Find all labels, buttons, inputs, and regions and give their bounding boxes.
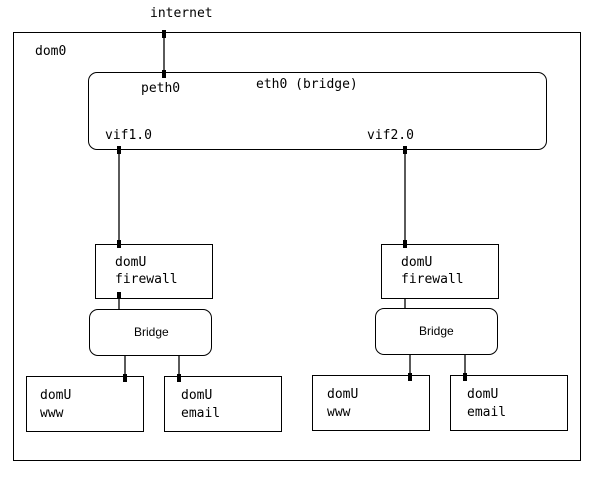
wire-vif2-cap-top xyxy=(403,146,407,154)
left-email-line1: domU xyxy=(181,388,213,403)
wire-vif1-cap-top xyxy=(117,146,121,154)
wire-left-firewall-bridge-cap xyxy=(117,292,121,299)
right-bridge-box xyxy=(375,308,498,355)
left-bridge-box xyxy=(89,309,212,356)
left-www-box xyxy=(26,376,144,432)
right-email-box xyxy=(450,375,568,431)
dom0-label: dom0 xyxy=(35,44,67,59)
right-www-line1: domU xyxy=(327,387,359,402)
left-firewall-line2: firewall xyxy=(115,272,178,287)
eth0-bridge-label: eth0 (bridge) xyxy=(256,77,358,92)
left-firewall-box xyxy=(95,244,213,299)
wire-internet-peth0-cap-bottom xyxy=(162,70,166,78)
internet-label: internet xyxy=(150,6,213,21)
wire-left-bridge-www-cap xyxy=(123,374,127,382)
right-www-box xyxy=(312,375,430,431)
vif2-label: vif2.0 xyxy=(367,128,414,143)
right-email-line2: email xyxy=(467,405,507,420)
wire-vif1-cap-bottom xyxy=(117,240,121,248)
left-bridge-label: Bridge xyxy=(134,325,169,339)
wire-vif2-cap-bottom xyxy=(403,240,407,248)
wire-right-bridge-email-cap xyxy=(463,373,467,381)
left-www-line2: www xyxy=(40,406,64,421)
wire-right-bridge-www-cap xyxy=(408,373,412,381)
right-firewall-line1: domU xyxy=(401,255,433,270)
eth0-bridge-box xyxy=(88,72,547,150)
left-firewall-line1: domU xyxy=(115,255,147,270)
wire-internet-peth0-cap-top xyxy=(162,30,166,38)
left-email-line2: email xyxy=(181,406,221,421)
left-email-box xyxy=(164,376,282,432)
right-www-line2: www xyxy=(327,405,351,420)
left-www-line1: domU xyxy=(40,388,72,403)
right-bridge-label: Bridge xyxy=(419,324,454,338)
right-firewall-line2: firewall xyxy=(401,272,464,287)
vif1-label: vif1.0 xyxy=(105,128,152,143)
peth0-label: peth0 xyxy=(141,81,181,96)
right-firewall-box xyxy=(381,244,499,299)
right-email-line1: domU xyxy=(467,387,499,402)
wire-left-bridge-email-cap xyxy=(177,374,181,382)
